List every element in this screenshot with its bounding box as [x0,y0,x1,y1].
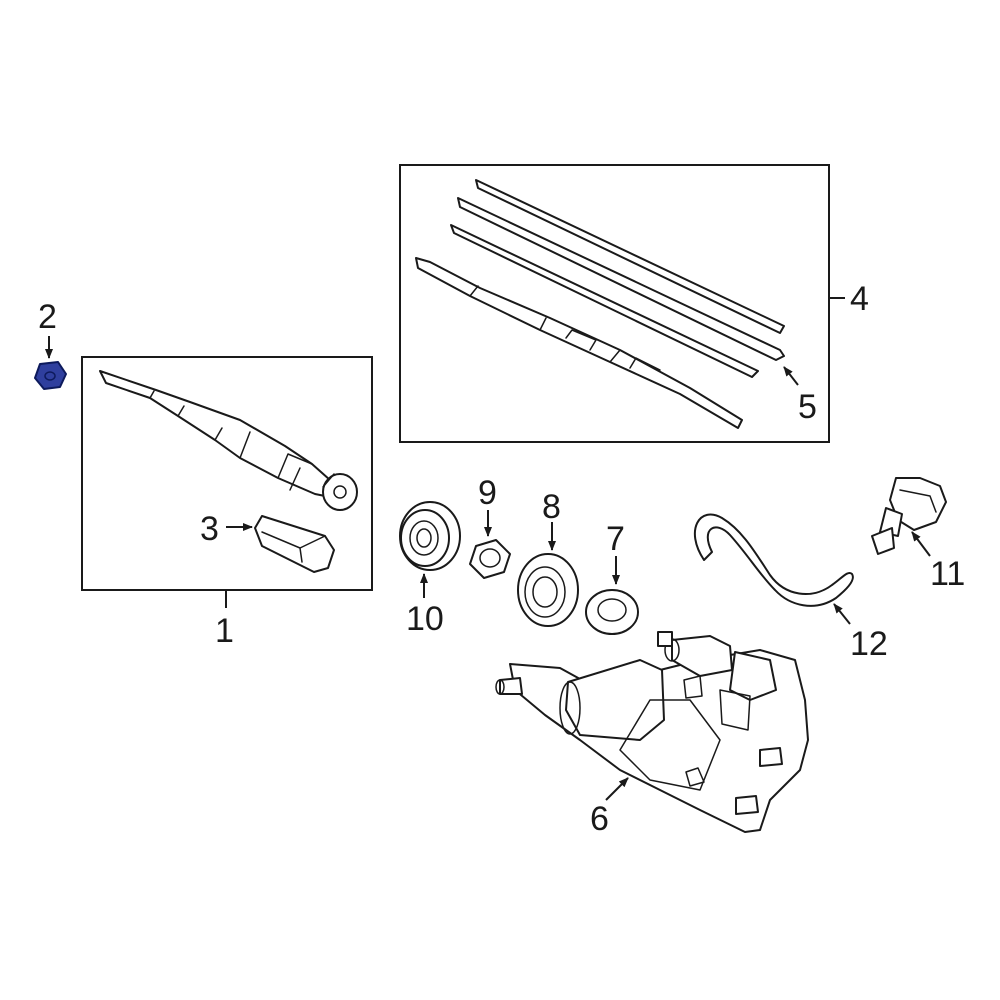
callout-6: 6 [590,800,609,838]
part-10-pivot-cap[interactable] [399,501,461,598]
callout-9: 9 [478,474,497,512]
callout-7: 7 [606,520,625,558]
callout-3: 3 [200,510,219,548]
callout-2: 2 [38,298,57,336]
leader-12 [833,603,851,625]
nut-hole [44,371,56,381]
leader-6 [605,777,629,801]
part-1-wiper-arm[interactable] [99,370,358,511]
blade-assembly-box [399,164,830,443]
leader-5 [783,366,799,386]
part-4-wiper-blade[interactable] [415,179,785,429]
part-7-seal-ring[interactable] [585,556,639,635]
part-9-hex-nut[interactable] [469,510,511,579]
part-8-grommet[interactable] [517,522,579,627]
callout-12: 12 [850,625,888,663]
part-2-nut[interactable] [34,336,67,390]
leader-11 [911,531,931,557]
callout-11: 11 [930,555,965,593]
callout-1: 1 [215,612,234,650]
callout-10: 10 [406,600,444,638]
part-6-wiper-motor[interactable] [495,631,809,833]
part-3-arm-cover[interactable] [226,515,335,573]
part-5-blade-insert[interactable] [783,366,799,386]
callout-4: 4 [850,280,869,318]
part-11-washer-nozzle[interactable] [871,477,947,557]
nut-highlight-shape [34,361,67,390]
part-12-washer-hose[interactable] [693,513,854,625]
callout-5: 5 [798,388,817,426]
callout-8: 8 [542,488,561,526]
